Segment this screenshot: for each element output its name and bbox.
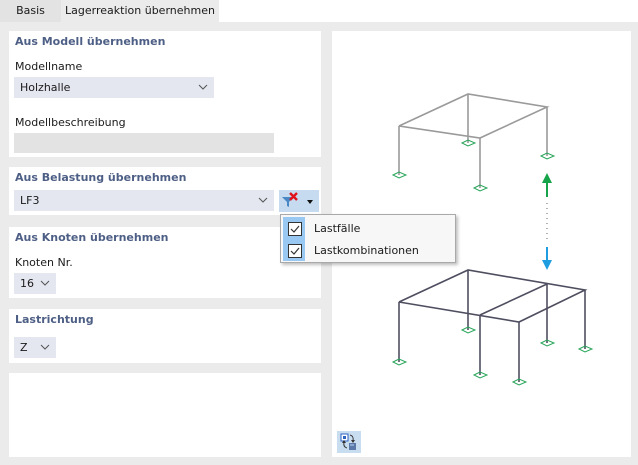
section-title: Lastrichtung — [15, 313, 94, 326]
checkmark-icon — [290, 225, 300, 233]
chevron-down-icon — [40, 280, 50, 286]
load-select[interactable]: LF3 — [14, 190, 274, 211]
tab-bar: Basis Lagerreaktion übernehmen — [0, 0, 638, 22]
tab-basis[interactable]: Basis — [0, 0, 61, 22]
model-description-label: Modellbeschreibung — [15, 116, 126, 129]
section-title: Aus Knoten übernehmen — [15, 231, 169, 244]
menu-item-label: Lastfälle — [314, 222, 361, 235]
node-section: Aus Knoten übernehmen Knoten Nr. 16 — [9, 227, 321, 298]
empty-section — [9, 373, 321, 457]
menu-item-lastfaelle[interactable]: Lastfälle — [283, 218, 454, 240]
filter-remove-icon — [282, 192, 298, 207]
model-name-value: Holzhalle — [20, 81, 71, 94]
caret-down-icon — [307, 200, 313, 204]
model-name-select[interactable]: Holzhalle — [14, 77, 214, 98]
node-number-label: Knoten Nr. — [15, 256, 73, 269]
switch-view-button[interactable] — [337, 431, 361, 453]
switch-view-icon — [340, 433, 356, 450]
model-section: Aus Modell übernehmen Modellname Holzhal… — [9, 31, 321, 157]
checkmark-icon — [290, 247, 300, 255]
direction-value: Z — [20, 341, 28, 354]
checkbox-lastfaelle[interactable] — [288, 222, 302, 236]
load-value: LF3 — [20, 194, 40, 207]
menu-item-lastkombinationen[interactable]: Lastkombinationen — [283, 240, 454, 262]
section-title: Aus Belastung übernehmen — [15, 171, 187, 184]
filter-button[interactable] — [279, 190, 319, 212]
load-filter-popup: Lastfälle Lastkombinationen — [280, 214, 456, 263]
checkbox-lastkombinationen[interactable] — [288, 244, 302, 258]
direction-select[interactable]: Z — [14, 337, 56, 358]
model-name-label: Modellname — [15, 60, 83, 73]
direction-section: Lastrichtung Z — [9, 309, 321, 363]
load-section: Aus Belastung übernehmen LF3 — [9, 167, 321, 215]
node-number-value: 16 — [20, 277, 34, 290]
menu-item-label: Lastkombinationen — [314, 244, 419, 257]
chevron-down-icon — [198, 84, 208, 90]
chevron-down-icon — [40, 344, 50, 350]
tab-lagerreaktion[interactable]: Lagerreaktion übernehmen — [61, 0, 219, 22]
model-description-field[interactable] — [14, 133, 274, 153]
section-title: Aus Modell übernehmen — [15, 35, 166, 48]
chevron-down-icon — [258, 197, 268, 203]
node-number-select[interactable]: 16 — [14, 273, 56, 294]
